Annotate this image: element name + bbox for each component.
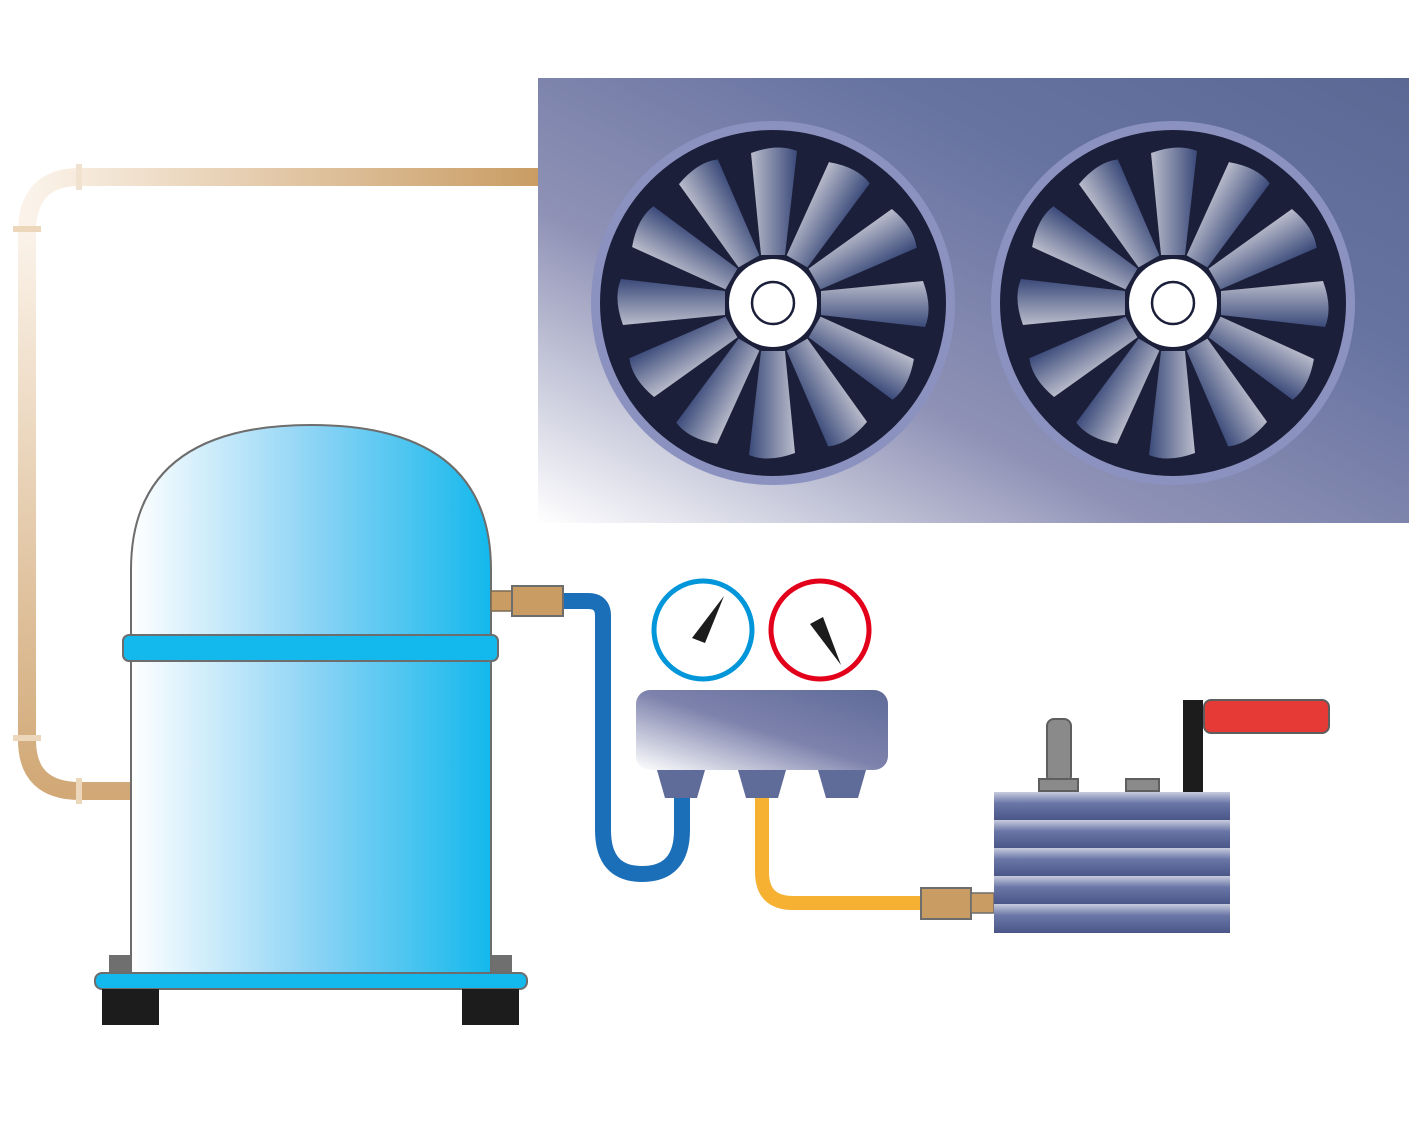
- pump-fins: [994, 792, 1230, 933]
- manifold-gauge-set: [636, 578, 888, 798]
- compressor: [94, 423, 564, 1025]
- low-pressure-gauge: [651, 578, 755, 682]
- condenser-unit: [538, 78, 1409, 523]
- high-pressure-gauge: [768, 578, 872, 682]
- fan-right: [991, 121, 1355, 485]
- discharge-line: [13, 164, 540, 804]
- vacuum-pump: [920, 699, 1330, 933]
- fan-left: [591, 121, 955, 485]
- suction-hose: [560, 593, 690, 883]
- charging-hose: [755, 796, 925, 910]
